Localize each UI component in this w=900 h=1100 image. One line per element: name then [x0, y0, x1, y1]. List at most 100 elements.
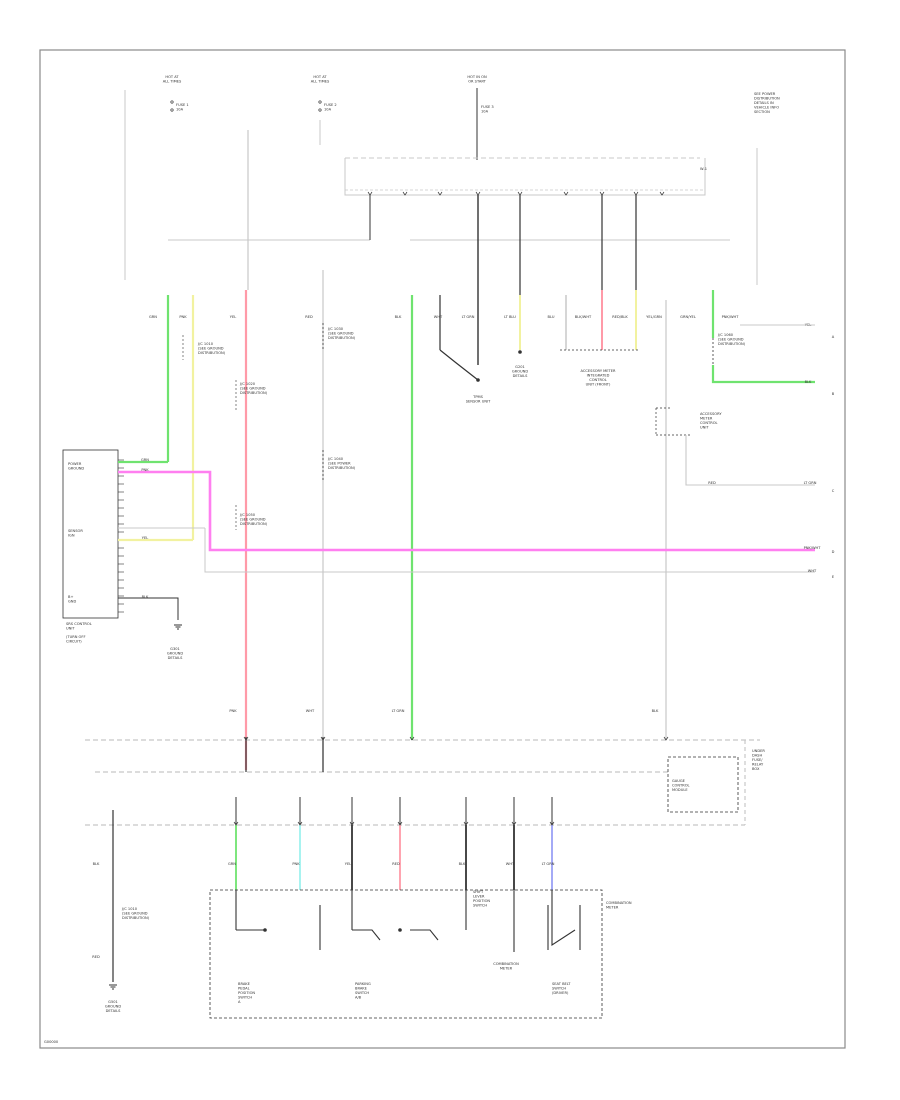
sw-a-contact — [263, 928, 267, 932]
wire-green-right-return — [711, 365, 815, 384]
connector-mark — [402, 191, 408, 196]
fuse-symbol — [318, 100, 322, 104]
wire-code: WHT — [808, 569, 817, 573]
wire-code: PNK — [179, 315, 187, 319]
fuse-symbol — [170, 108, 174, 112]
right-connector-B: B — [832, 392, 835, 396]
wire-code: YEL — [230, 315, 236, 319]
wire-code: LT BLU — [504, 315, 516, 319]
wire-code: RED — [392, 862, 400, 866]
wire-code: GRN/YEL — [680, 315, 696, 319]
wire-code: BLK — [142, 595, 149, 599]
connector-mark — [397, 821, 403, 826]
wire-code: YEL/GRN — [646, 315, 662, 319]
wire-code: BLK — [93, 862, 100, 866]
connector-mark — [659, 191, 665, 196]
fuse-symbol — [318, 108, 322, 112]
wire-code: BLK — [459, 862, 466, 866]
fuse-symbol — [170, 100, 174, 104]
right-connector-D: D — [832, 550, 835, 554]
wire-code: WHT — [506, 862, 515, 866]
wire-code: PNK — [292, 862, 300, 866]
relay-box-code: W-1 — [700, 167, 707, 171]
right-connector-E: E — [832, 575, 835, 579]
outer-frame-border — [39, 49, 846, 1049]
wire-code: PNK — [141, 468, 149, 472]
sw-c-blade — [410, 929, 439, 941]
wire-code: RED — [305, 315, 313, 319]
sw-b-blade — [352, 929, 381, 941]
ground-a-node — [518, 350, 522, 354]
hub-box — [667, 756, 739, 813]
wire-code: RED — [92, 955, 100, 959]
connector-mark — [511, 821, 517, 826]
wire-code: PNK/WHT — [722, 315, 740, 319]
figure-code: G00000 — [44, 1040, 59, 1044]
connector-mark — [409, 736, 415, 741]
wire-code: YEL — [142, 536, 148, 540]
wire-code: GRN — [149, 315, 157, 319]
wire-gray-long — [204, 528, 815, 573]
connector-mark — [663, 736, 669, 741]
connector-mark — [549, 821, 555, 826]
connector-mark — [233, 821, 239, 826]
wire-code: BLK — [805, 380, 812, 384]
ecu-ground-link — [118, 597, 179, 620]
switch-box — [209, 889, 603, 1019]
connector-mark — [563, 191, 569, 196]
right-connector-A: A — [832, 335, 835, 339]
wire-code: RED/BLK — [612, 315, 628, 319]
ecu-box — [62, 449, 119, 619]
tpms-node — [476, 378, 480, 382]
wire-code: LT GRN — [462, 315, 475, 319]
wire-code: GRN — [141, 458, 149, 462]
wire-acc-right — [685, 435, 815, 486]
connector-mark — [437, 191, 443, 196]
wire-code: YEL — [345, 862, 351, 866]
wire-code: WHT — [306, 709, 315, 713]
wire-code: LT GRN — [542, 862, 555, 866]
connector-mark — [349, 821, 355, 826]
wire-code: LT GRN — [392, 709, 405, 713]
wire-code: WHT — [434, 315, 443, 319]
wire-code: BLK — [395, 315, 402, 319]
ecu-pins-bottom: B+GND — [68, 595, 76, 604]
wire-code: BLK — [652, 709, 659, 713]
wire-code: PNK — [229, 709, 237, 713]
connector-mark — [297, 821, 303, 826]
wire-code: RED — [708, 481, 716, 485]
wire-code: PNK/WHT — [804, 546, 822, 550]
wire-black-bend — [439, 349, 479, 381]
right-connector-C: C — [832, 489, 835, 493]
